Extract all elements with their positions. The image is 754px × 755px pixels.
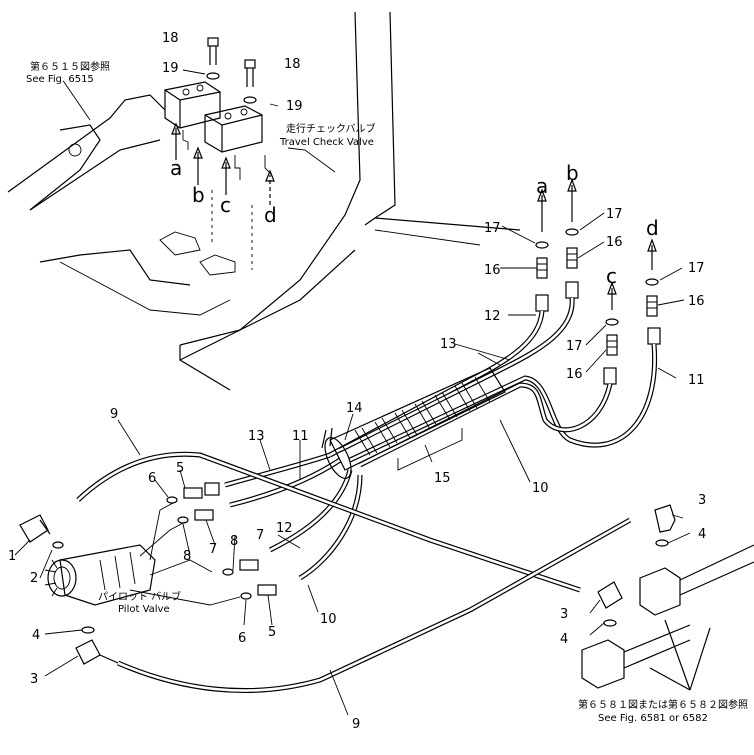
- callout-11: 11: [688, 373, 705, 388]
- machine-frame: [7, 11, 521, 391]
- travel-check-jp: 走行チェックバルブ: [286, 122, 376, 135]
- callout-19: 19: [162, 61, 179, 76]
- callout-12: 12: [484, 309, 501, 324]
- travel-check-en: Travel Check Valve: [279, 137, 374, 148]
- hoses: [76, 297, 658, 693]
- travel-valves: [581, 504, 754, 691]
- callout-1: 1: [8, 549, 16, 564]
- callout-3: 3: [560, 607, 568, 622]
- callout-16: 16: [484, 263, 501, 278]
- callout-17: 17: [606, 207, 623, 222]
- pilot-valve: [19, 482, 277, 665]
- pilot-valve-jp: パイロット バルブ: [98, 590, 181, 603]
- callout-8: 8: [230, 534, 238, 549]
- callout-4: 4: [32, 628, 40, 643]
- callout-17: 17: [688, 261, 705, 276]
- callout-16: 16: [688, 294, 705, 309]
- port-a-right: a: [536, 174, 548, 198]
- callout-7: 7: [256, 528, 264, 543]
- callout-9: 9: [110, 407, 118, 422]
- callout-numbers: 1 2 3 4 3 4 3 4 5 5 6 6 7 7 8 8 9 9 10 1…: [8, 31, 706, 732]
- ref-6515-jp: 第６５１５図参照: [30, 60, 110, 73]
- port-b-upper: b: [192, 183, 205, 207]
- callout-9: 9: [352, 717, 360, 732]
- callout-4: 4: [560, 632, 568, 647]
- callout-10: 10: [320, 612, 337, 627]
- port-letters: a b c d a b c d: [170, 156, 659, 288]
- callout-17: 17: [484, 221, 501, 236]
- callout-4: 4: [698, 527, 706, 542]
- callout-6: 6: [238, 631, 246, 646]
- callout-7: 7: [209, 542, 217, 557]
- callout-14: 14: [346, 401, 363, 416]
- callout-5: 5: [268, 625, 276, 640]
- port-c-right: c: [606, 264, 617, 288]
- callout-18: 18: [284, 57, 301, 72]
- port-d-right: d: [646, 216, 659, 240]
- callout-17: 17: [566, 339, 583, 354]
- port-c-upper: c: [220, 193, 231, 217]
- callout-5: 5: [176, 461, 184, 476]
- callout-12: 12: [276, 521, 293, 536]
- callout-8: 8: [183, 549, 191, 564]
- port-b-right: b: [566, 161, 579, 185]
- port-d-upper: d: [264, 203, 277, 227]
- callout-13: 13: [248, 429, 265, 444]
- callout-11: 11: [292, 429, 309, 444]
- pilot-valve-en: Pilot Valve: [118, 604, 170, 615]
- callout-15: 15: [434, 471, 451, 486]
- callout-19: 19: [286, 99, 303, 114]
- callout-16: 16: [606, 235, 623, 250]
- callout-18: 18: [162, 31, 179, 46]
- travel-check-valve: [164, 37, 336, 270]
- ref-6515-en: See Fig. 6515: [26, 74, 94, 85]
- callout-3: 3: [698, 493, 706, 508]
- leader-lines: [14, 343, 531, 716]
- port-a-upper: a: [170, 156, 182, 180]
- ref-6581-jp: 第６５８１図または第６５８２図参照: [578, 698, 748, 711]
- reference-labels: 第６５１５図参照 See Fig. 6515 走行チェックバルブ Travel …: [26, 60, 748, 724]
- callout-2: 2: [30, 571, 38, 586]
- callout-10: 10: [532, 481, 549, 496]
- callout-16: 16: [566, 367, 583, 382]
- callout-6: 6: [148, 471, 156, 486]
- ref-6581-en: See Fig. 6581 or 6582: [598, 713, 708, 724]
- callout-3: 3: [30, 672, 38, 687]
- callout-13: 13: [440, 337, 457, 352]
